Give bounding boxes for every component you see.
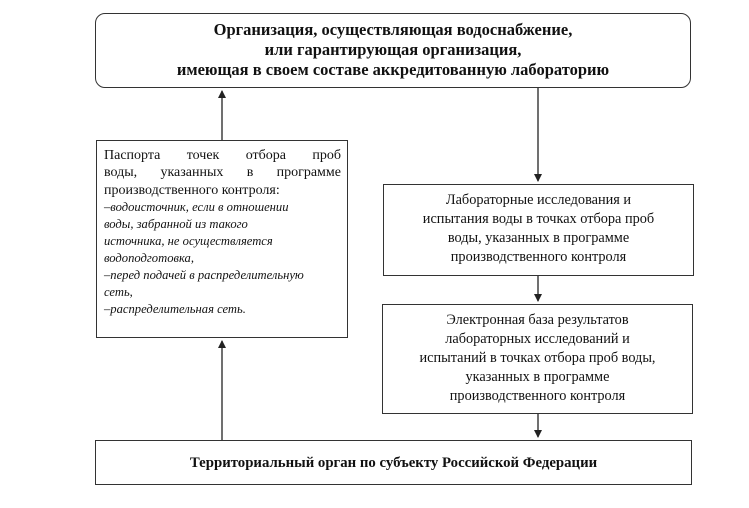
territorial-authority-label: Территориальный орган по субъекту Россий… [189,455,598,471]
passport-item-line-3: источника, не осуществляется [104,234,273,249]
water-supply-organization-box: Организация, осуществляющая водоснабжени… [95,13,691,88]
passport-heading-line-3: производственного контроля: [104,182,280,198]
db-line-1: Электронная база результатов [446,312,629,328]
passport-item-line-6: сеть, [104,285,133,300]
lab-line-1: Лабораторные исследования и [445,192,632,208]
results-database-box: Электронная база результатов лабораторны… [382,304,693,414]
passport-item-line-2: воды, забранной из такого [104,217,248,232]
passport-item-line-7: –распределительная сеть. [104,302,246,317]
lab-line-3: воды, указанных в программе [447,230,630,246]
db-line-5: производственного контроля [449,388,626,404]
laboratory-tests-box: Лабораторные исследования и испытания во… [383,184,694,276]
db-line-3: испытаний в точках отбора проб воды, [419,350,656,366]
org-line-1: Организация, осуществляющая водоснабжени… [213,20,573,39]
passport-heading-line-1: Паспорта точек отбора проб [104,148,341,163]
org-line-3: имеющая в своем составе аккредитованную … [176,60,610,79]
db-line-2: лабораторных исследований и [445,331,630,347]
org-line-2: или гарантирующая организация, [264,40,522,59]
passport-item-line-1: –водоисточник, если в отношении [104,200,289,215]
passport-item-line-5: –перед подачей в распределительную [104,268,304,283]
territorial-authority-box: Территориальный орган по субъекту Россий… [95,440,692,485]
lab-line-2: испытания воды в точках отбора проб [422,211,655,227]
passport-item-line-4: водоподготовка, [104,251,194,266]
db-line-4: указанных в программе [465,369,610,385]
lab-line-4: производственного контроля [450,249,627,265]
sampling-points-passport-box: Паспорта точек отбора проб воды, указанн… [96,140,348,338]
passport-heading-line-2: воды, указанных в программе [104,165,341,181]
